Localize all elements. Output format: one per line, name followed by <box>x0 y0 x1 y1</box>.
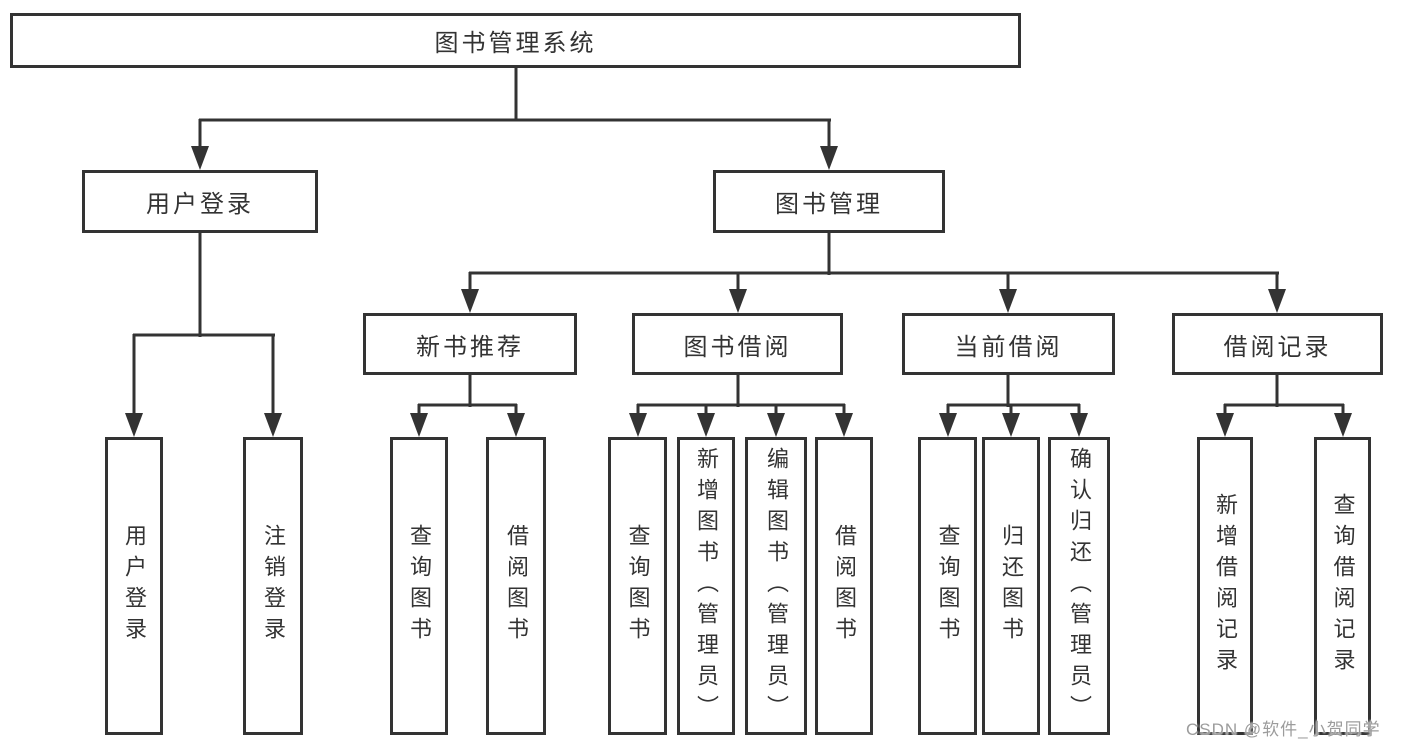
leaf-borrow-books-recommend: 借阅图书 <box>486 437 546 735</box>
node-label: 用户登录 <box>122 524 147 648</box>
node-label: 图书借阅 <box>683 333 792 361</box>
node-label: 查询借阅记录 <box>1330 493 1356 679</box>
leaf-user-login: 用户登录 <box>105 437 163 735</box>
node-label: 图书管理系统 <box>434 30 597 57</box>
node-label: 新增借阅记录 <box>1213 493 1238 679</box>
leaf-query-books-current: 查询图书 <box>918 437 977 735</box>
node-book-management: 图书管理 <box>713 170 945 233</box>
node-label: 查询图书 <box>407 524 432 648</box>
node-label: 借阅图书 <box>504 524 529 648</box>
node-label: 借阅图书 <box>832 524 857 648</box>
node-label: 新增图书（管理员） <box>694 446 719 726</box>
leaf-return-book: 归还图书 <box>982 437 1040 735</box>
node-new-book-recommend: 新书推荐 <box>363 313 577 375</box>
node-label: 注销登录 <box>261 524 286 648</box>
node-label: 新书推荐 <box>416 333 524 361</box>
leaf-edit-book-admin: 编辑图书（管理员） <box>745 437 807 735</box>
node-label: 当前借阅 <box>954 333 1063 361</box>
leaf-query-books-borrowing: 查询图书 <box>608 437 667 735</box>
leaf-query-books-recommend: 查询图书 <box>390 437 448 735</box>
node-book-borrowing: 图书借阅 <box>632 313 843 375</box>
node-label: 确认归还（管理员） <box>1067 446 1092 726</box>
node-book-management-system: 图书管理系统 <box>10 13 1021 68</box>
node-label: 用户登录 <box>146 191 254 218</box>
node-label: 查询图书 <box>935 524 961 648</box>
node-label: 图书管理 <box>775 191 883 218</box>
leaf-borrow-books-borrowing: 借阅图书 <box>815 437 873 735</box>
leaf-confirm-return-admin: 确认归还（管理员） <box>1048 437 1110 735</box>
leaf-query-borrow-record: 查询借阅记录 <box>1314 437 1371 735</box>
node-label: 编辑图书（管理员） <box>764 446 789 726</box>
node-user-login: 用户登录 <box>82 170 318 233</box>
node-current-borrowing: 当前借阅 <box>902 313 1115 375</box>
csdn-watermark: CSDN @软件_小贺同学 <box>1186 720 1381 739</box>
leaf-logout: 注销登录 <box>243 437 303 735</box>
leaf-add-borrow-record: 新增借阅记录 <box>1197 437 1253 735</box>
node-label: 归还图书 <box>999 524 1024 648</box>
node-label: 借阅记录 <box>1223 333 1332 361</box>
node-borrowing-records: 借阅记录 <box>1172 313 1383 375</box>
node-label: 查询图书 <box>625 524 651 648</box>
leaf-add-book-admin: 新增图书（管理员） <box>677 437 735 735</box>
